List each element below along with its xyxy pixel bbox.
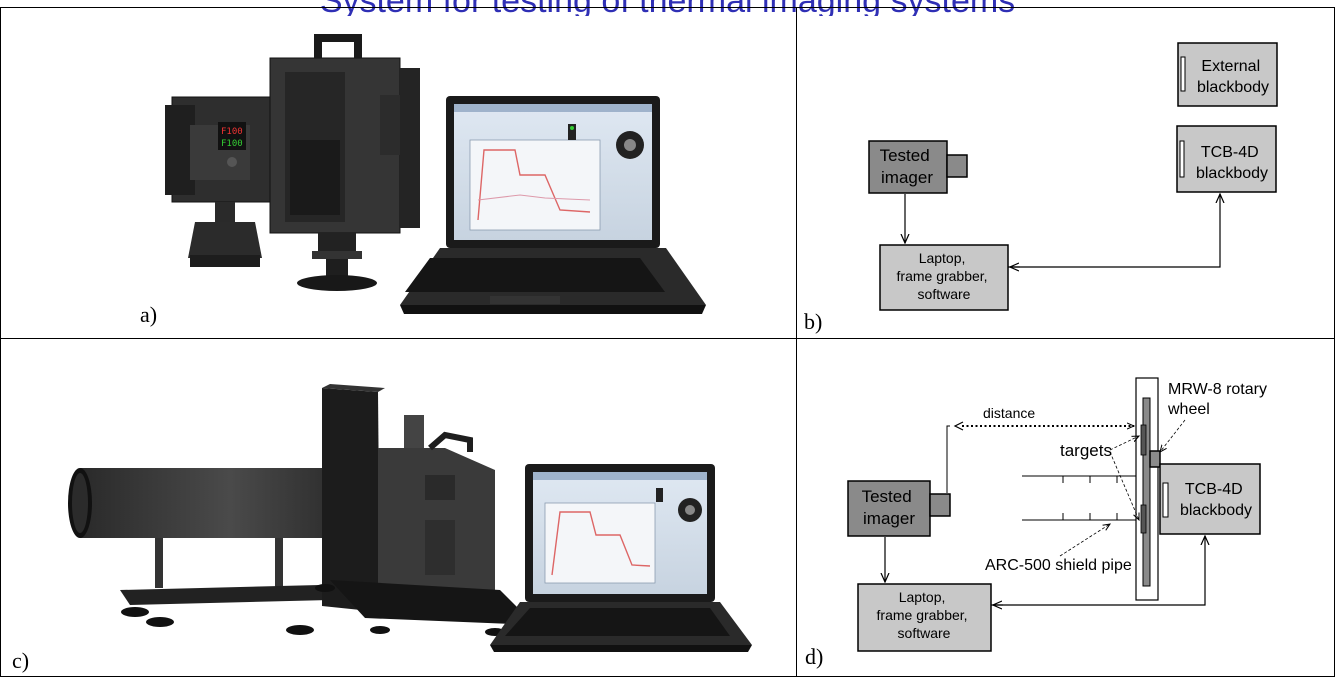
shield-pipe-label: ARC-500 shield pipe xyxy=(985,557,1132,574)
panel-b-label: b) xyxy=(804,309,822,334)
tested-imager-box xyxy=(868,140,948,194)
distance-arrow-start xyxy=(953,421,964,431)
tcb-blackbody-box-d xyxy=(1159,463,1261,535)
panel-c-label: c) xyxy=(12,648,29,673)
targets-leader-upper xyxy=(1109,436,1139,451)
panel-a-label: a) xyxy=(140,302,157,327)
tested-imager-lens-d xyxy=(929,493,951,517)
tested-imager-line2: imager xyxy=(881,168,933,187)
tested-imager-d-line2: imager xyxy=(863,509,915,528)
svg-text:Laptop, frame grabber,: Laptop, frame grabber, software xyxy=(897,250,992,302)
tcb-blackbody-d-line1: TCB-4D xyxy=(1185,481,1243,498)
laptop-to-tcb-arrow-d xyxy=(991,536,1205,606)
svg-text:F100: F100 xyxy=(221,139,243,149)
laptop-line3: software xyxy=(918,286,971,302)
panel-a-equipment-photo: F100 F100 xyxy=(165,34,706,314)
tested-imager-lens xyxy=(946,154,968,178)
laptop-box-d xyxy=(857,583,992,652)
tcb-blackbody-line2: blackbody xyxy=(1196,165,1268,182)
laptop-line2: frame grabber, xyxy=(897,268,988,284)
shield-pipe-outline xyxy=(1022,475,1136,521)
tcb-blackbody-aperture xyxy=(1179,140,1185,178)
panel-b-block-diagram: External blackbody TCB-4D blackbody Test… xyxy=(868,42,1278,311)
shield-pipe-leader xyxy=(1059,524,1110,557)
laptop-d-line2: frame grabber, xyxy=(877,607,968,623)
svg-text:F100: F100 xyxy=(221,127,243,137)
page-title: System for testing of thermal imaging sy… xyxy=(0,0,1335,16)
laptop-box xyxy=(879,244,1009,311)
laptop-line1: Laptop, xyxy=(919,250,966,266)
tested-imager-d-line1: Tested xyxy=(862,487,912,506)
svg-text:MRW-8 rotary wheel: MRW-8 rotary wheel xyxy=(1167,381,1271,418)
svg-text:TCB-4D blackbody: TCB-4D blackbody xyxy=(1196,144,1268,182)
svg-text:External blackbody: External blackbody xyxy=(1197,58,1269,96)
panel-c-equipment-photo xyxy=(68,384,752,652)
distance-label: distance xyxy=(983,405,1035,421)
panel-d-label: d) xyxy=(805,644,823,669)
external-blackbody-line1: External xyxy=(1201,58,1260,75)
svg-text:Tested imager: Tested imager xyxy=(862,487,917,528)
tcb-blackbody-aperture-d xyxy=(1162,482,1169,518)
distance-leader xyxy=(946,425,950,493)
row-divider xyxy=(1,338,1334,339)
column-divider xyxy=(796,8,797,676)
tested-imager-line1: Tested xyxy=(880,146,930,165)
targets-label: targets xyxy=(1060,441,1112,460)
tcb-blackbody-line1: TCB-4D xyxy=(1201,144,1259,161)
laptop-to-tcb-arrow xyxy=(1008,194,1220,268)
svg-text:TCB-4D blackbody: TCB-4D blackbody xyxy=(1180,481,1252,519)
mrw-leader xyxy=(1160,419,1186,452)
tcb-blackbody-box xyxy=(1176,125,1277,193)
tcb-blackbody-d-line2: blackbody xyxy=(1180,502,1252,519)
targets-leader-lower xyxy=(1109,451,1139,520)
shield-pipe-ticks xyxy=(1062,476,1118,520)
mrw-wheel-disc xyxy=(1142,397,1151,587)
svg-text:Tested imager: Tested imager xyxy=(880,146,935,187)
svg-text:Laptop, frame grabber,: Laptop, frame grabber, software xyxy=(877,589,972,641)
external-blackbody-line2: blackbody xyxy=(1197,79,1269,96)
mrw-label-line2: wheel xyxy=(1167,401,1210,418)
laptop-d-line3: software xyxy=(898,625,951,641)
tested-imager-box-d xyxy=(847,480,931,537)
mrw-hub xyxy=(1149,450,1161,468)
mrw-label-line1: MRW-8 rotary xyxy=(1168,381,1267,398)
laptop-d-line1: Laptop, xyxy=(899,589,946,605)
target-upper xyxy=(1140,424,1147,456)
panel-d-block-diagram: TCB-4D blackbody Tested imager Laptop, f… xyxy=(847,377,1271,652)
external-blackbody-aperture xyxy=(1180,56,1186,92)
external-blackbody-box xyxy=(1177,42,1278,107)
target-lower xyxy=(1140,504,1147,534)
